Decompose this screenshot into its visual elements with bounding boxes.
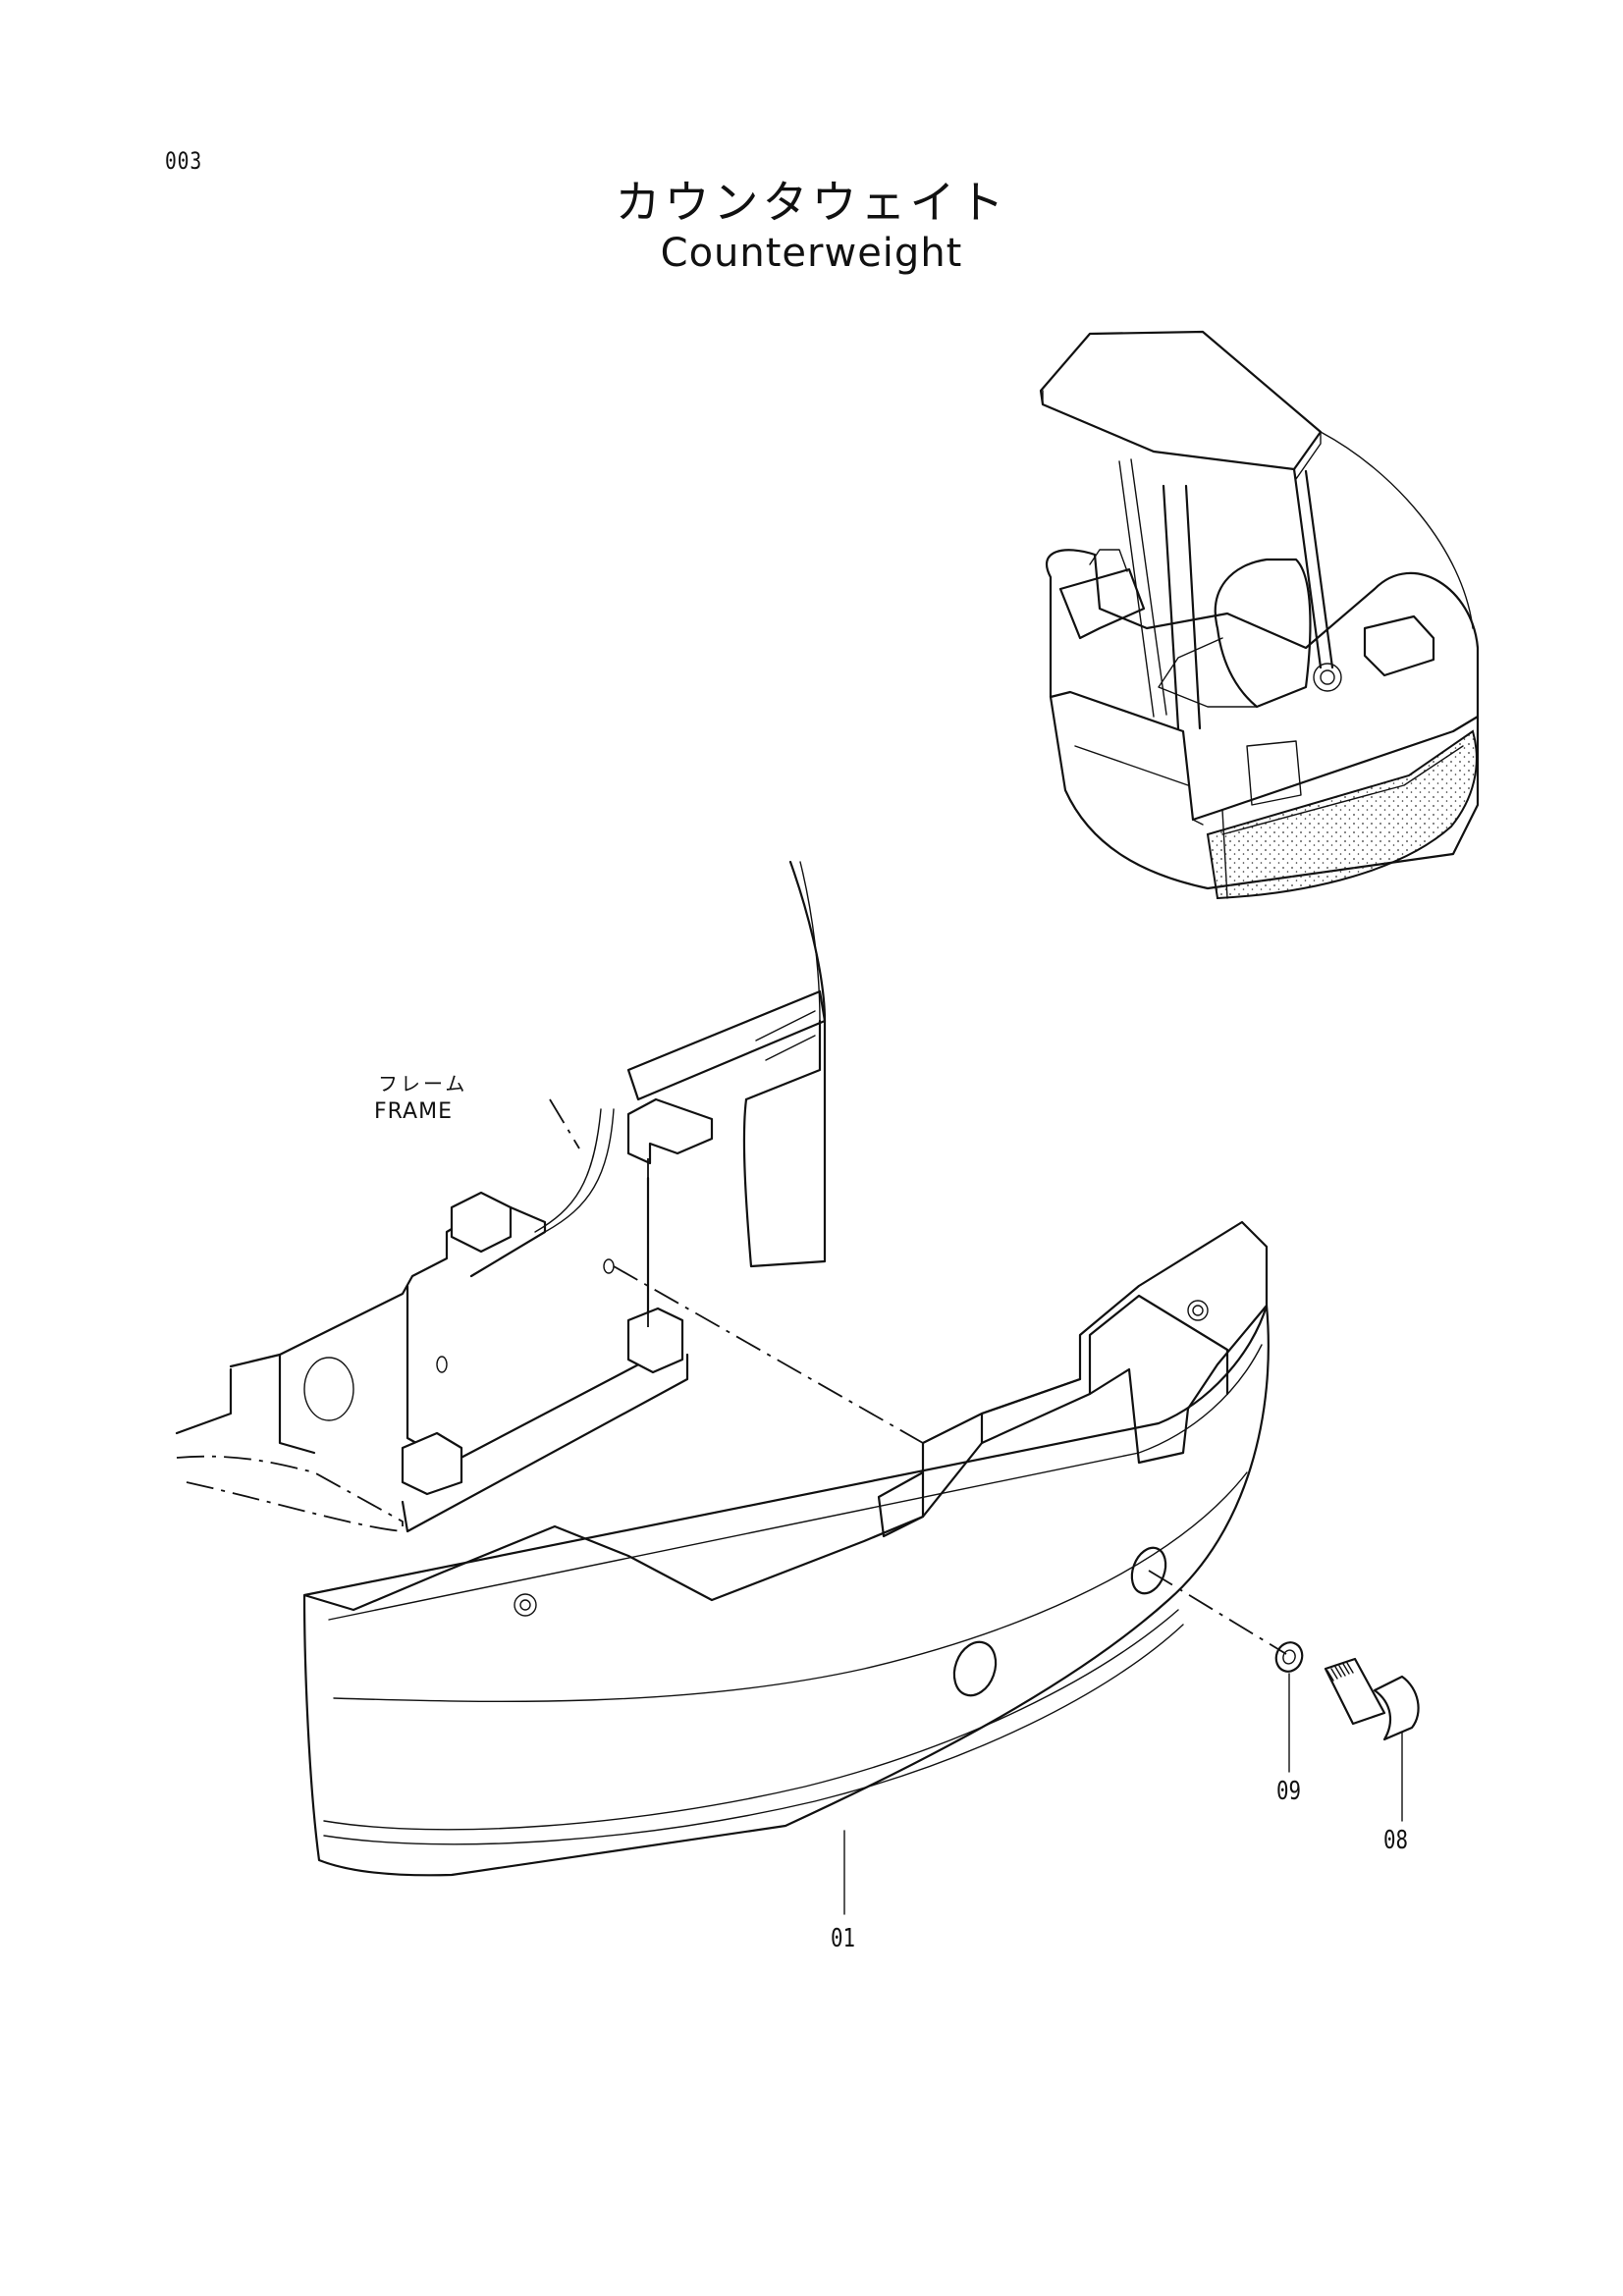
counterweight-main [302,1220,1287,1877]
operator-seat [1214,558,1312,709]
assembly-centerline [613,1265,924,1444]
frame-label-english: FRAME [374,1099,453,1124]
canopy-post-rear [1292,467,1334,669]
machine-overview-illustration [1039,330,1480,900]
canopy-post-front [1162,484,1202,730]
frame-structure [175,860,827,1533]
upper-frame-ring [1049,695,1480,890]
engine-cover-block [1363,614,1435,677]
upper-structure [1045,549,1480,822]
counterweight-top [303,1220,1269,1612]
canopy-roof [1039,330,1323,471]
page-number: 003 [165,147,203,175]
counterweight-front-hole [952,1640,998,1697]
counterweight-highlight [1206,729,1478,900]
frame-upright [742,860,827,1268]
counterweight-side-hole [1130,1546,1167,1595]
callout-washer: 09 [1276,1777,1302,1806]
bolt-part [1324,1657,1420,1822]
page-title-english: Counterweight [660,231,963,276]
frame-block [626,1307,684,1374]
counterweight-front-face [302,1304,1270,1877]
frame-bracket [626,1097,714,1165]
frame-label-japanese: フレーム [378,1072,468,1095]
page-title-japanese: カウンタウェイト [615,176,1008,229]
washer-part [1274,1641,1304,1773]
callout-bolt: 08 [1383,1826,1409,1855]
callout-counterweight: 01 [831,1924,856,1953]
